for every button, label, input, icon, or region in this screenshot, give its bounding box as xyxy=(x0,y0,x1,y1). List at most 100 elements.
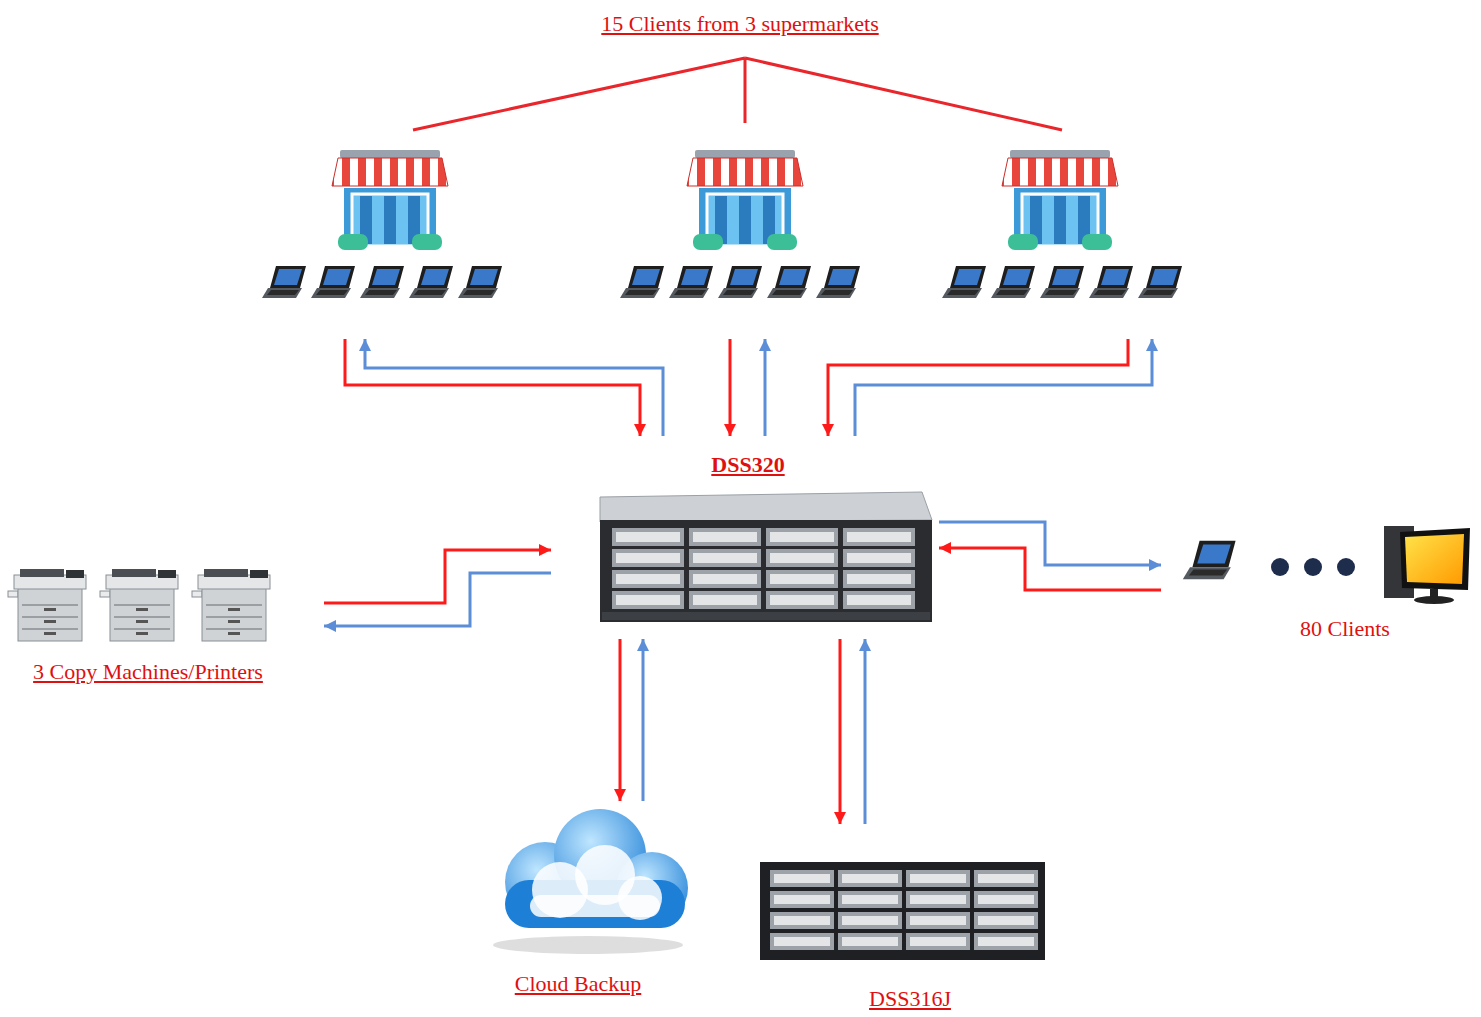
flow-arrow xyxy=(619,639,622,801)
laptop-icon xyxy=(262,266,306,298)
drive-bays xyxy=(766,591,838,609)
flow-arrow xyxy=(855,339,1152,436)
drive-bays xyxy=(612,549,684,567)
drive-bays xyxy=(847,532,911,542)
laptop-icons xyxy=(262,266,1182,298)
laptop-icon xyxy=(1040,266,1084,298)
laptop-icon xyxy=(458,266,502,298)
laptop-icon xyxy=(991,266,1035,298)
node-label: 15 Clients from 3 supermarkets xyxy=(601,11,878,37)
flow-arrow xyxy=(345,339,640,436)
drive-bays xyxy=(906,870,970,887)
drive-bays xyxy=(978,895,1034,904)
copier-icons xyxy=(100,569,178,641)
flow-arrow xyxy=(764,339,767,436)
drive-bays xyxy=(838,912,902,929)
drive-bays xyxy=(838,933,902,950)
client-icons xyxy=(1183,526,1470,604)
drive-bays xyxy=(843,591,915,609)
drive-bays xyxy=(770,595,834,605)
drive-bays xyxy=(847,595,911,605)
group-label: 15 Clients from 3 supermarkets xyxy=(250,5,1230,335)
cloud-icon xyxy=(493,809,688,954)
node-label: Cloud Backup xyxy=(515,971,642,997)
drive-bays xyxy=(770,933,834,950)
store-icons xyxy=(332,150,448,250)
flow-arrow xyxy=(939,548,1161,590)
server-icon xyxy=(602,612,930,620)
drive-bays xyxy=(910,874,966,883)
drive-bays xyxy=(693,574,757,584)
drive-bays xyxy=(974,933,1038,950)
storage-icon xyxy=(760,862,1045,960)
laptop-icon xyxy=(718,266,762,298)
client-icons xyxy=(1183,541,1236,579)
group-bracket xyxy=(413,58,1062,130)
node-label: DSS320 xyxy=(711,452,784,478)
drive-bays xyxy=(774,916,830,925)
server-icon xyxy=(600,492,932,522)
drive-bays xyxy=(843,549,915,567)
drive-bays xyxy=(770,912,834,929)
drive-bays xyxy=(910,916,966,925)
store-icons xyxy=(687,150,803,250)
drive-bays xyxy=(693,595,757,605)
cloud-icon xyxy=(493,936,683,954)
drive-bays xyxy=(774,874,830,883)
drive-bays xyxy=(838,870,902,887)
store-icons xyxy=(332,150,1118,250)
store-icons xyxy=(1002,150,1118,250)
drive-bays xyxy=(978,916,1034,925)
drive-bays xyxy=(847,574,911,584)
printer-node: 3 Copy Machines/Printers xyxy=(5,555,320,695)
drive-bays xyxy=(910,895,966,904)
laptop-icon xyxy=(669,266,713,298)
drive-bays xyxy=(616,595,680,605)
drive-bays xyxy=(689,549,761,567)
drive-bays xyxy=(842,916,898,925)
flow-arrow xyxy=(365,339,663,436)
flow-arrow xyxy=(828,339,1128,436)
drive-bays xyxy=(616,553,680,563)
drive-bays xyxy=(774,895,830,904)
laptop-icon xyxy=(942,266,986,298)
drive-bays xyxy=(843,528,915,546)
client-node: 80 Clients xyxy=(1165,520,1475,650)
laptop-icon xyxy=(409,266,453,298)
laptop-icon xyxy=(360,266,404,298)
drive-bays xyxy=(770,870,1038,950)
drive-bays xyxy=(974,891,1038,908)
drive-bays xyxy=(616,532,680,542)
node-label: 80 Clients xyxy=(1300,616,1390,642)
drive-bays xyxy=(612,570,684,588)
flow-arrow xyxy=(839,639,842,824)
node-label: 3 Copy Machines/Printers xyxy=(33,659,263,685)
cloud-icon xyxy=(530,895,660,917)
drive-bays xyxy=(774,937,830,946)
drive-bays xyxy=(616,574,680,584)
drive-bays xyxy=(766,528,838,546)
laptop-icon xyxy=(767,266,811,298)
flow-arrow xyxy=(729,339,732,436)
laptop-icon xyxy=(1089,266,1133,298)
server-icon xyxy=(600,520,932,622)
client-icons xyxy=(1271,558,1289,576)
flow-arrow xyxy=(864,639,867,824)
server-node: DSS320 xyxy=(555,440,935,635)
drive-bays xyxy=(689,528,761,546)
client-icons xyxy=(1414,596,1454,604)
client-icons xyxy=(1405,534,1464,584)
drive-bays xyxy=(974,870,1038,887)
drive-bays xyxy=(838,891,902,908)
drive-bays xyxy=(906,891,970,908)
copier-icons xyxy=(8,569,270,641)
copier-icons xyxy=(8,569,86,641)
client-icons xyxy=(1304,558,1322,576)
drive-bays xyxy=(843,570,915,588)
drive-bays xyxy=(847,553,911,563)
drive-bays xyxy=(766,549,838,567)
drive-bays xyxy=(770,870,834,887)
flow-arrow xyxy=(642,639,645,801)
